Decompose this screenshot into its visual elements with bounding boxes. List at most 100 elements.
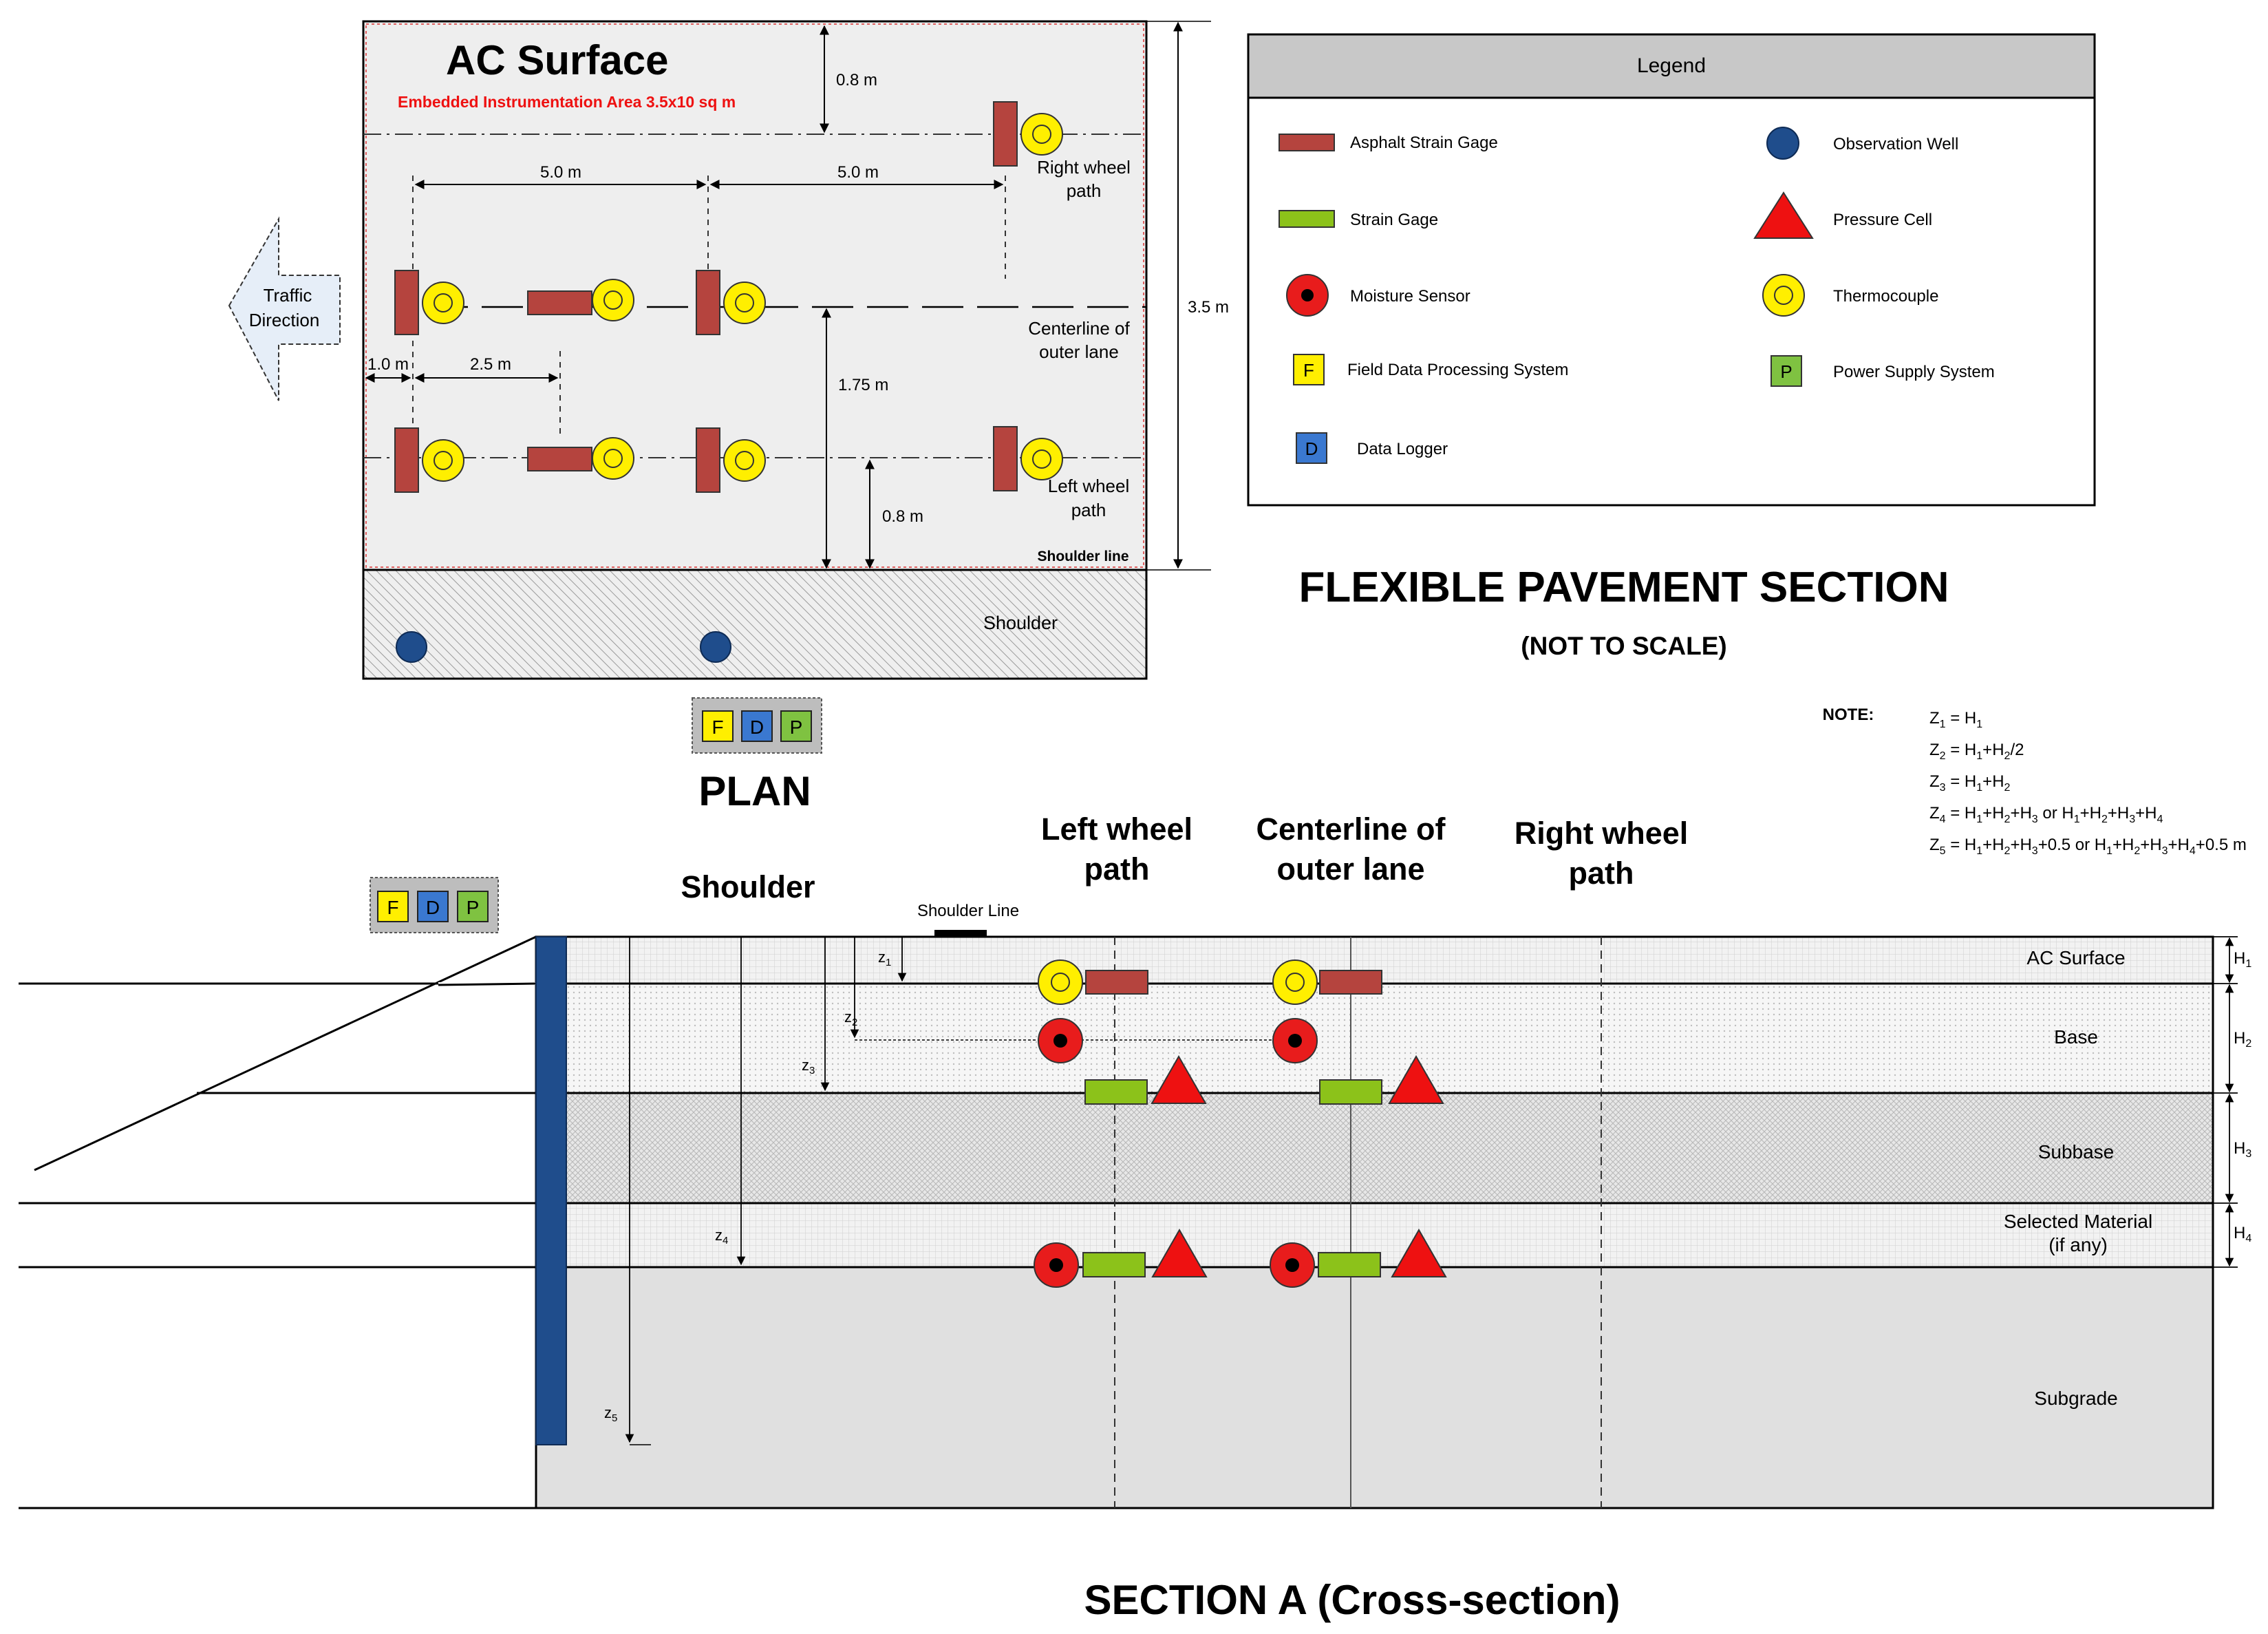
data-logger-icon — [1296, 432, 1327, 464]
strain-gage-icon — [1084, 1079, 1148, 1105]
svg-text:F: F — [1303, 360, 1314, 381]
legend-title: Legend — [1637, 54, 1706, 77]
pressure-cell-icon — [1753, 191, 1814, 239]
svg-text:Direction: Direction — [249, 310, 320, 330]
svg-text:D: D — [426, 897, 440, 918]
thermocouple-icon — [592, 279, 634, 321]
plan-right-wheel-label-2: path — [1067, 180, 1102, 201]
section-fdp-box: F D P — [370, 877, 499, 933]
asphalt-strain-gage-icon — [993, 426, 1018, 491]
legend-label: Pressure Cell — [1833, 211, 1932, 229]
power-supply-icon — [1770, 355, 1802, 387]
thermocouple-icon — [1762, 274, 1805, 317]
dim-top-offset: 0.8 m — [836, 71, 877, 89]
plan-centerline-label-2: outer lane — [1039, 341, 1119, 362]
embedded-area-label: Embedded Instrumentation Area 3.5x10 sq … — [398, 93, 736, 111]
layer-label-selected-2: (if any) — [2048, 1234, 2108, 1255]
z5-label: z5 — [604, 1404, 617, 1424]
thermocouple-icon — [422, 282, 464, 324]
thermocouple-icon — [1038, 959, 1083, 1005]
section-left-wheel-label: Left wheel — [1041, 811, 1192, 847]
formula-line: Z5 = H1+H2+H3+0.5 or H1+H2+H3+H4+0.5 m — [1929, 836, 2247, 857]
formula-line: Z4 = H1+H2+H3 or H1+H2+H3+H4 — [1929, 804, 2163, 825]
asphalt-strain-gage-icon — [696, 270, 720, 335]
z2-label: z2 — [844, 1008, 857, 1028]
legend-label: Power Supply System — [1833, 363, 1995, 381]
legend-header — [1247, 33, 2096, 99]
dim-width: 3.5 m — [1188, 298, 1229, 317]
asphalt-strain-gage-icon — [993, 101, 1018, 167]
section-shoulder-label: Shoulder — [681, 869, 815, 904]
strain-gage-icon — [1279, 210, 1335, 228]
pressure-cell-icon — [1388, 1054, 1444, 1104]
svg-text:P: P — [1780, 361, 1792, 382]
legend-label: Field Data Processing System — [1347, 361, 1568, 379]
layer-label-selected: Selected Material — [2004, 1211, 2152, 1232]
plan-view: AC Surface Embedded Instrumentation Area… — [228, 20, 1229, 814]
observation-well-icon — [700, 631, 731, 663]
thermocouple-icon — [592, 437, 634, 480]
traffic-direction-arrow: Traffic Direction — [228, 216, 341, 401]
section-centerline-label-2: outer lane — [1276, 851, 1424, 887]
asphalt-strain-gage-icon — [1319, 970, 1382, 995]
section-title: SECTION A (Cross-section) — [1084, 1577, 1620, 1623]
asphalt-strain-gage-icon — [696, 427, 720, 493]
plan-dimensions — [365, 21, 1211, 571]
thermocouple-icon — [1272, 959, 1318, 1005]
plan-shoulder — [362, 569, 1148, 680]
plan-left-wheel-label-2: path — [1071, 500, 1106, 520]
plan-sensors — [394, 101, 1063, 493]
layer-subbase — [536, 1093, 2213, 1203]
layer-base — [536, 984, 2213, 1093]
field-data-processing-icon — [1293, 354, 1325, 385]
formula-line: Z1 = H1 — [1929, 709, 1982, 730]
section-heading: FLEXIBLE PAVEMENT SECTION — [1299, 564, 1949, 611]
svg-text:D: D — [750, 717, 764, 738]
dim-spacing-b: 5.0 m — [837, 163, 879, 182]
svg-text:P: P — [467, 897, 480, 918]
asphalt-strain-gage-icon — [394, 427, 419, 493]
pressure-cell-icon — [1151, 1054, 1207, 1104]
h3-label: H3 — [2234, 1139, 2251, 1160]
thermocouple-icon — [1020, 438, 1063, 480]
section-right-wheel-label-2: path — [1569, 856, 1634, 891]
legend-label: Moisture Sensor — [1350, 287, 1470, 306]
thermocouple-icon — [1020, 113, 1063, 156]
not-to-scale: (NOT TO SCALE) — [1521, 632, 1726, 660]
layer-label-subbase: Subbase — [2038, 1141, 2115, 1163]
svg-text:NOTE:: NOTE: — [1823, 705, 1874, 724]
h1-label: H1 — [2234, 949, 2251, 970]
legend-label: Thermocouple — [1833, 287, 1938, 306]
z4-label: z4 — [715, 1227, 728, 1246]
strain-gage-icon — [1082, 1252, 1146, 1277]
plan-centerline-label: Centerline of — [1028, 318, 1130, 339]
legend-label: Strain Gage — [1350, 211, 1438, 229]
plan-title: PLAN — [698, 768, 811, 814]
cross-section: Shoulder Line z1 z2 z3 z4 z5 — [19, 811, 2251, 1623]
legend-label: Data Logger — [1357, 440, 1448, 458]
plan-left-wheel-label: Left wheel — [1048, 476, 1130, 496]
layer-subgrade — [536, 1267, 2213, 1508]
svg-text:P: P — [790, 717, 803, 738]
layer-label-ac: AC Surface — [2026, 947, 2125, 968]
plan-shoulder-line-label: Shoulder line — [1037, 549, 1128, 564]
strain-gage-icon — [1318, 1252, 1381, 1277]
asphalt-strain-gage-icon — [527, 447, 592, 471]
asphalt-strain-gage-icon — [1085, 970, 1148, 995]
observation-well-icon — [1766, 127, 1799, 160]
plan-fdp-box: F D P — [692, 697, 822, 754]
z1-label: z1 — [878, 948, 891, 968]
plan-right-wheel-label: Right wheel — [1037, 157, 1131, 178]
svg-text:D: D — [1305, 438, 1318, 459]
dim-edge: 1.0 m — [367, 355, 409, 374]
section-shoulder-line-label: Shoulder Line — [917, 902, 1019, 920]
thermocouple-icon — [422, 439, 464, 482]
svg-text:F: F — [387, 897, 398, 918]
section-right-wheel-label: Right wheel — [1515, 816, 1689, 851]
section-centerline-label: Centerline of — [1256, 811, 1446, 847]
pressure-cell-icon — [1391, 1228, 1447, 1277]
shoulder-line-marker — [934, 930, 987, 937]
observation-well-pipe — [535, 936, 567, 1445]
